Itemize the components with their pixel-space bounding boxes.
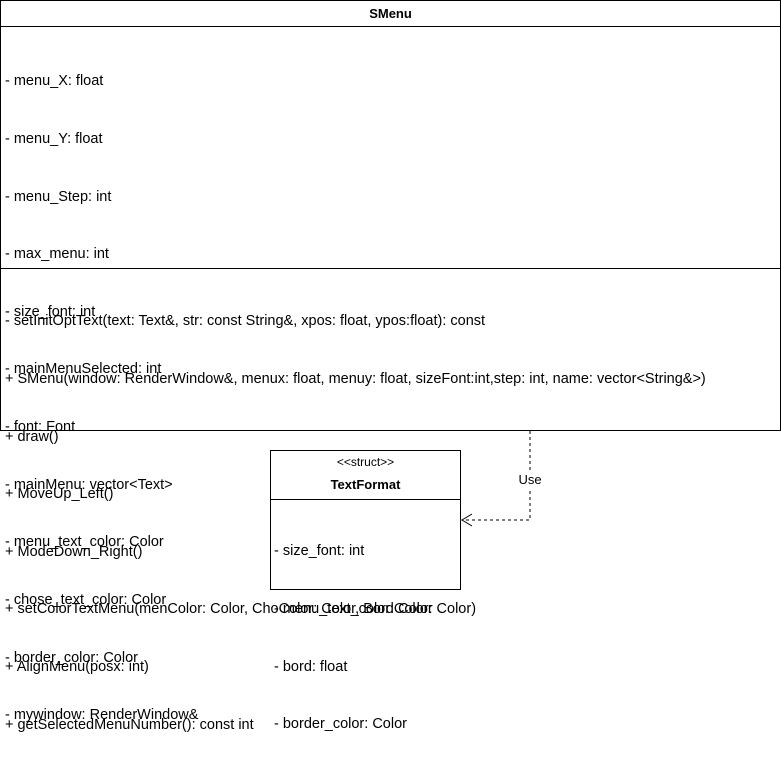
attribute: - max_menu: int (5, 246, 109, 263)
class-smenu[interactable]: SMenu - menu_X: float - menu_Y: float - … (0, 0, 781, 733)
attributes-compartment: - menu_X: float - menu_Y: float - menu_S… (1, 27, 780, 723)
class-header: <<struct>> TextFormat (271, 451, 460, 500)
class-header: SMenu (1, 1, 780, 27)
attribute: - mainMenu: vector<Text> (5, 476, 173, 493)
operation: + MoveUp_Left() (5, 486, 114, 503)
attribute: - mainMenuSelected: int (5, 361, 162, 378)
class-name: TextFormat (330, 477, 401, 492)
class-name: SMenu (369, 6, 412, 21)
operation: + SMenu(window: RenderWindow&, menux: fl… (5, 371, 706, 388)
attribute: - font: Font (5, 419, 76, 436)
attribute: - size_font: int (274, 543, 365, 560)
attribute: - menu_text_color: Color (274, 601, 433, 618)
class-textformat[interactable]: <<struct>> TextFormat - size_font: int -… (270, 450, 461, 732)
attribute: - menu_Y: float (5, 131, 103, 148)
operation: + ModeDown_Right() (5, 543, 143, 560)
operation: - setInitOptText(text: Text&, str: const… (5, 313, 486, 330)
attribute: - bord: float (274, 658, 348, 675)
attribute: - menu_Step: int (5, 188, 112, 205)
use-relation-label: Use (510, 471, 550, 489)
attributes-compartment: - size_font: int - menu_text_color: Colo… (271, 500, 460, 773)
attribute: - menu_text_color: Color (5, 534, 164, 551)
attribute: - border_color: Color (274, 716, 407, 733)
operation: + draw() (5, 428, 59, 445)
attribute: - size_font: int (5, 303, 96, 320)
attribute: - menu_X: float (5, 73, 104, 90)
stereotype-label: <<struct>> (336, 455, 395, 469)
